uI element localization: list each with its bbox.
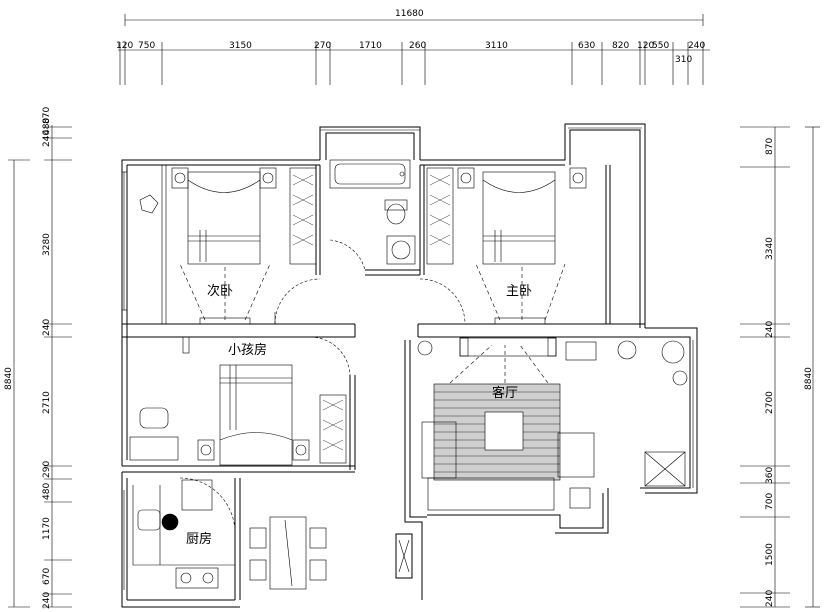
- dim-label: 3150: [229, 41, 252, 51]
- kitchen-label: 厨房: [186, 531, 212, 547]
- right-segment-labels: 870 3340 240 2700 360 700 1500 240: [765, 138, 775, 607]
- top-segment-labels: 120 750 3150 270 1710 260 3110 630 820 1…: [116, 41, 705, 65]
- dim-label: 480: [42, 483, 52, 500]
- walls: [121, 123, 698, 608]
- dim-label: 480: [42, 118, 52, 135]
- dim-label: 3280: [42, 233, 52, 256]
- dim-label: 240: [765, 590, 775, 607]
- dim-label: 630: [578, 41, 595, 51]
- dim-label: 870: [42, 107, 52, 124]
- living-room-furniture: [417, 337, 688, 511]
- kitchen-furniture: [132, 479, 327, 590]
- dim-label: 240: [42, 592, 52, 609]
- master-bedroom-furniture: [426, 167, 587, 325]
- dim-label: 670: [42, 568, 52, 585]
- dim-label: 270: [314, 41, 331, 51]
- left-dimension-lines: [8, 125, 72, 608]
- right-dimension-lines: [740, 126, 820, 608]
- dim-label: 1500: [765, 543, 775, 566]
- windows: [122, 127, 694, 590]
- dim-label: 550: [652, 41, 669, 51]
- dim-label: 360: [765, 467, 775, 484]
- dim-label: 3340: [765, 237, 775, 260]
- kids-room-furniture: [129, 336, 347, 466]
- living-room-label: 客厅: [492, 385, 518, 401]
- kids-room-label: 小孩房: [228, 342, 267, 358]
- dim-label: 820: [612, 41, 629, 51]
- dim-label: 240: [42, 130, 52, 147]
- dim-label: 290: [42, 461, 52, 478]
- top-total-dimension: 11680: [395, 9, 424, 19]
- second-bedroom-label: 次卧: [207, 283, 233, 299]
- bathroom-fixtures: [329, 159, 416, 265]
- dim-label: 1170: [42, 517, 52, 540]
- dim-label: 310: [675, 55, 692, 65]
- dim-label: 240: [42, 319, 52, 336]
- right-total-dimension: 8840: [804, 367, 814, 390]
- dim-label: 870: [765, 138, 775, 155]
- master-bedroom-label: 主卧: [506, 284, 532, 299]
- top-dimension-lines: [118, 14, 710, 85]
- dim-label: 750: [138, 41, 155, 51]
- doors: [179, 239, 466, 534]
- dim-label: 2710: [42, 391, 52, 414]
- dim-label: 2700: [765, 391, 775, 414]
- second-bedroom-furniture: [139, 164, 317, 325]
- dim-label: 3110: [485, 41, 508, 51]
- dim-label: 1710: [359, 41, 382, 51]
- dim-label: 240: [688, 41, 705, 51]
- left-segment-labels: 240 480 870 3280 240 2710 290 480 1170 6…: [42, 107, 52, 609]
- dim-label: 120: [637, 41, 654, 51]
- dim-label: 260: [409, 41, 426, 51]
- dim-label: 120: [116, 41, 133, 51]
- left-total-dimension: 8840: [4, 367, 14, 390]
- dim-label: 240: [765, 321, 775, 338]
- dim-label: 700: [765, 493, 775, 510]
